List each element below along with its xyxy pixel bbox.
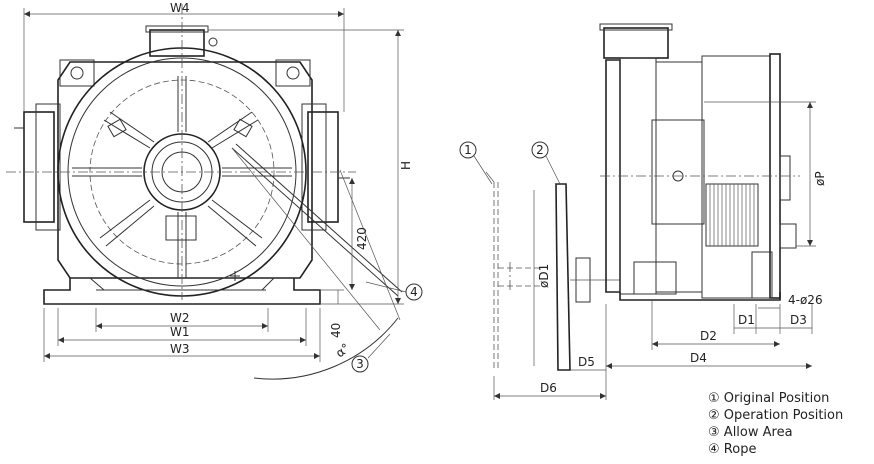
dim-W4: W4 <box>170 1 190 15</box>
dim-phiP: øP <box>813 171 827 186</box>
dim-D5: D5 <box>578 355 595 369</box>
callout-2: 2 <box>536 143 544 157</box>
dim-W3: W3 <box>170 342 190 356</box>
allow-area-arc <box>253 317 399 380</box>
legend-item-1: ① Original Position <box>708 391 829 406</box>
legend-item-3: ③ Allow Area <box>708 425 793 440</box>
side-view: øP 4-ø26 D1 D3 D2 D4 <box>599 23 827 369</box>
dim-alpha: α° <box>333 341 353 361</box>
legend-item-4: ④ Rope <box>708 442 756 457</box>
dim-D3: D3 <box>790 313 807 327</box>
callout-3: 3 <box>356 357 364 371</box>
handwheel-detail: 1 2 øD1 D5 D6 <box>459 141 620 400</box>
callout-4: 4 <box>410 285 418 299</box>
dim-W2: W2 <box>170 311 190 325</box>
dim-holes: 4-ø26 <box>788 293 823 307</box>
dim-D4: D4 <box>690 351 707 365</box>
dim-D1: D1 <box>738 313 755 327</box>
traction-drum <box>705 183 759 247</box>
terminal-box <box>149 29 205 57</box>
front-view: W4 H 420 40 W2 W1 W3 α° <box>6 1 423 380</box>
dim-420: 420 <box>355 227 369 250</box>
legend: ① Original Position ② Operation Position… <box>708 391 843 457</box>
callout-3-circle <box>351 355 369 373</box>
dim-H: H <box>399 161 413 170</box>
dim-D2: D2 <box>700 329 717 343</box>
dim-phiD1: øD1 <box>537 264 551 288</box>
base-plate <box>43 278 321 305</box>
handwheel-operation-position <box>555 183 571 371</box>
dim-W1: W1 <box>170 325 190 339</box>
brake-plate <box>651 119 705 225</box>
dim-40: 40 <box>329 323 343 338</box>
side-terminal-box <box>603 27 669 59</box>
callout-1: 1 <box>464 143 472 157</box>
dim-D6: D6 <box>540 381 557 395</box>
motor-housing <box>57 61 313 279</box>
rope-line <box>231 147 399 297</box>
legend-item-2: ② Operation Position <box>708 408 843 423</box>
left-brake <box>23 111 55 223</box>
